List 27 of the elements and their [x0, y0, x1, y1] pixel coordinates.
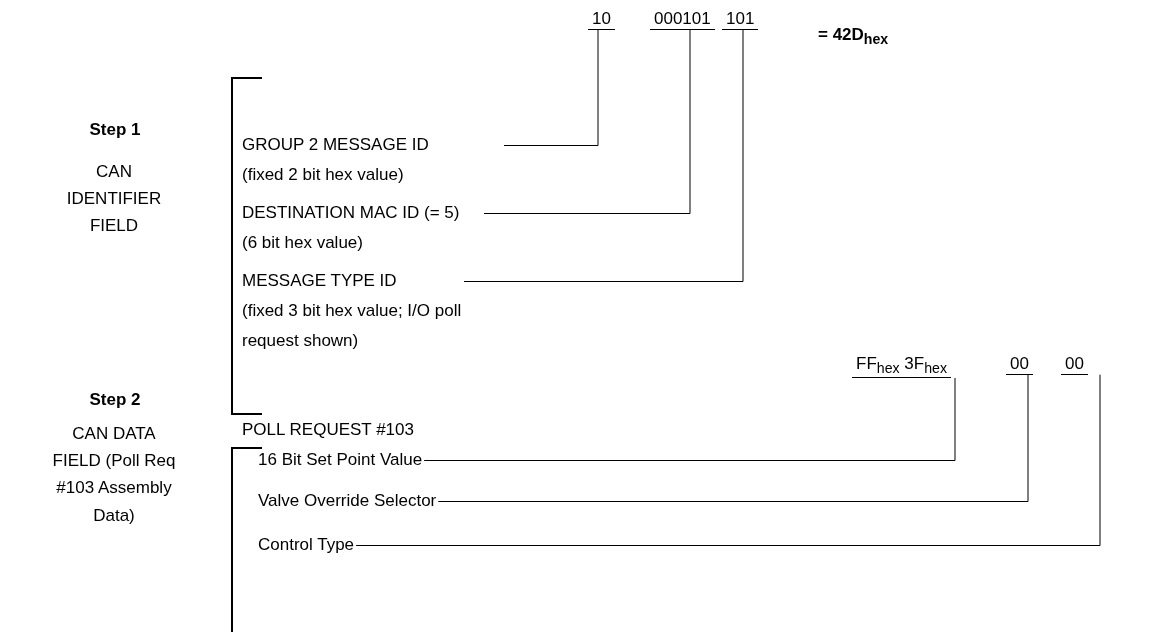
- bit-value: 000101: [650, 10, 715, 30]
- leader-line: [423, 377, 956, 461]
- field-description: (6 bit hex value): [242, 231, 363, 254]
- message-heading: POLL REQUEST #103: [242, 419, 414, 441]
- field-label: MESSAGE TYPE ID: [242, 270, 397, 292]
- result-value: = 42D$_{hex}$: [818, 24, 889, 50]
- field-name: CAN DATA FIELD (Poll Req #103 Assembly Data): [51, 423, 177, 527]
- leader-line: [503, 29, 599, 146]
- leader-line: [437, 374, 1029, 502]
- field-label: 16 Bit Set Point Value: [258, 445, 423, 475]
- field-label: Control Type: [258, 530, 355, 560]
- bit-value: 10: [588, 10, 615, 30]
- leader-line: [463, 29, 744, 282]
- field-description: (fixed 3 bit hex value; I/O poll request shown): [242, 299, 462, 352]
- field-label: DESTINATION MAC ID (= 5): [242, 202, 460, 224]
- field-label: Valve Override Selector: [258, 486, 437, 516]
- bit-value: FF$_{hex}$ 3F$_{hex}$: [852, 355, 951, 378]
- leader-line: [355, 374, 1101, 546]
- field-label: GROUP 2 MESSAGE ID: [242, 134, 429, 156]
- bit-value: 101: [722, 10, 759, 30]
- field-description: (fixed 2 bit hex value): [242, 163, 404, 186]
- field-name: CAN IDENTIFIER FIELD: [65, 161, 163, 238]
- step-heading: Step 2: [88, 389, 142, 411]
- bit-value: 00: [1006, 355, 1033, 375]
- bit-value: 00: [1061, 355, 1088, 375]
- step-heading: Step 1: [88, 119, 142, 141]
- leader-line: [483, 29, 691, 214]
